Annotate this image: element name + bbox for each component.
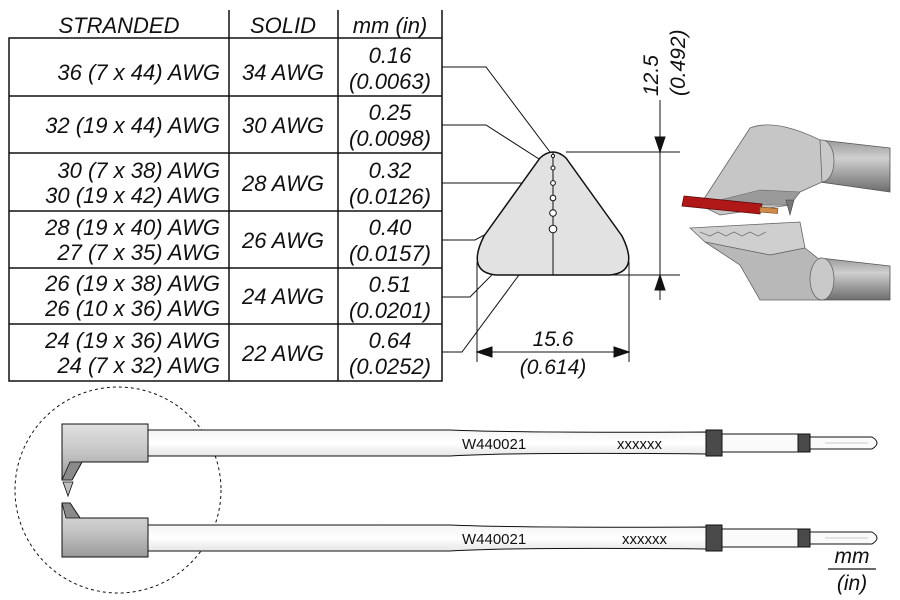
table-row: 32 (19 x 44) AWG 30 AWG 0.25 (0.0098) [45,100,431,151]
tip-profile [476,151,630,276]
stranded-cell: 28 (19 x 40) AWG [44,215,220,240]
notch-026awg [549,194,557,202]
upper-tip: W440021 xxxxxx [61,423,878,498]
lower-band [705,524,723,552]
stranded-cell: 24 (7 x 32) AWG [56,353,220,378]
upper-code: xxxxxx [617,436,663,453]
solid-cell: 34 AWG [242,60,324,85]
solid-cell: 30 AWG [242,113,324,138]
size-in-cell: (0.0252) [349,354,431,379]
header-stranded: STRANDED [58,13,179,38]
wire-insulation [681,195,763,215]
leader-line [442,124,554,169]
table-row: 36 (7 x 44) AWG 34 AWG 0.16 (0.0063) [57,43,431,94]
header-size: mm (in) [353,13,428,38]
upper-tip-point [62,481,74,498]
stranded-cell: 26 (10 x 36) AWG [44,296,220,321]
size-in-cell: (0.0201) [349,298,431,323]
size-mm-cell: 0.64 [369,328,412,353]
lower-tip: W440021 xxxxxx [61,502,878,558]
solid-cell: 28 AWG [241,171,324,196]
table-row: 28 (19 x 40) AWG 27 (7 x 35) AWG 26 AWG … [44,215,431,266]
upper-part-number: W440021 [462,436,526,453]
height-in-label: (0.492) [667,29,690,96]
upper-band-small [797,433,811,453]
upper-tip-point [785,199,795,217]
lower-jaw-top [689,221,806,256]
lower-code: xxxxxx [622,531,668,548]
width-in-label: (0.614) [520,356,587,379]
header-solid: SOLID [250,13,316,38]
size-mm-cell: 0.40 [369,215,413,240]
stranded-cell: 32 (19 x 44) AWG [45,113,220,138]
stranded-cell: 30 (19 x 42) AWG [45,183,220,208]
notch-030awg [550,165,556,171]
stranded-cell: 26 (19 x 38) AWG [44,271,220,296]
notch-024awg [549,209,557,217]
tip-3d-illustration [681,124,891,301]
size-in-cell: (0.0063) [349,69,431,94]
wire-gauge-table: STRANDED SOLID mm (in) 36 (7 x 44) AWG 3… [8,10,443,382]
solid-cell: 22 AWG [241,341,324,366]
table-row: 26 (19 x 38) AWG 26 (10 x 36) AWG 24 AWG… [44,271,431,323]
stranded-cell: 24 (19 x 36) AWG [44,328,220,353]
upper-band [705,429,723,457]
size-mm-cell: 0.16 [369,43,413,68]
width-dimension [475,262,631,362]
lower-sleeve [721,528,799,548]
stranded-cell: 36 (7 x 44) AWG [57,60,220,85]
units-primary: mm [835,545,870,568]
units-secondary: (in) [837,572,867,595]
upper-sleeve [721,433,799,453]
solid-cell: 24 AWG [241,284,324,309]
width-mm-label: 15.6 [533,328,574,351]
leader-line [442,66,554,157]
size-in-cell: (0.0098) [349,126,431,151]
notches [548,153,558,234]
solid-cell: 26 AWG [241,228,324,253]
detail-circle [14,386,222,594]
wire-copper [759,206,779,214]
size-in-cell: (0.0126) [349,184,431,209]
table-grid [8,10,443,382]
units-legend: mm (in) [828,545,876,595]
lower-band-small [797,528,811,548]
stranded-cell: 30 (7 x 38) AWG [57,158,220,183]
table-row: 24 (19 x 36) AWG 24 (7 x 32) AWG 22 AWG … [44,328,431,379]
height-mm-label: 12.5 [640,55,663,96]
height-dimension [566,100,680,300]
size-mm-cell: 0.51 [369,272,412,297]
stranded-cell: 27 (7 x 35) AWG [56,240,220,265]
size-mm-cell: 0.25 [369,100,413,125]
table-row: 30 (7 x 38) AWG 30 (19 x 42) AWG 28 AWG … [45,158,431,209]
notch-022awg [548,224,558,234]
notch-034awg [550,153,556,159]
notch-028awg [550,180,556,186]
lower-part-number: W440021 [462,531,526,548]
size-in-cell: (0.0157) [349,241,431,266]
size-mm-cell: 0.32 [369,158,412,183]
